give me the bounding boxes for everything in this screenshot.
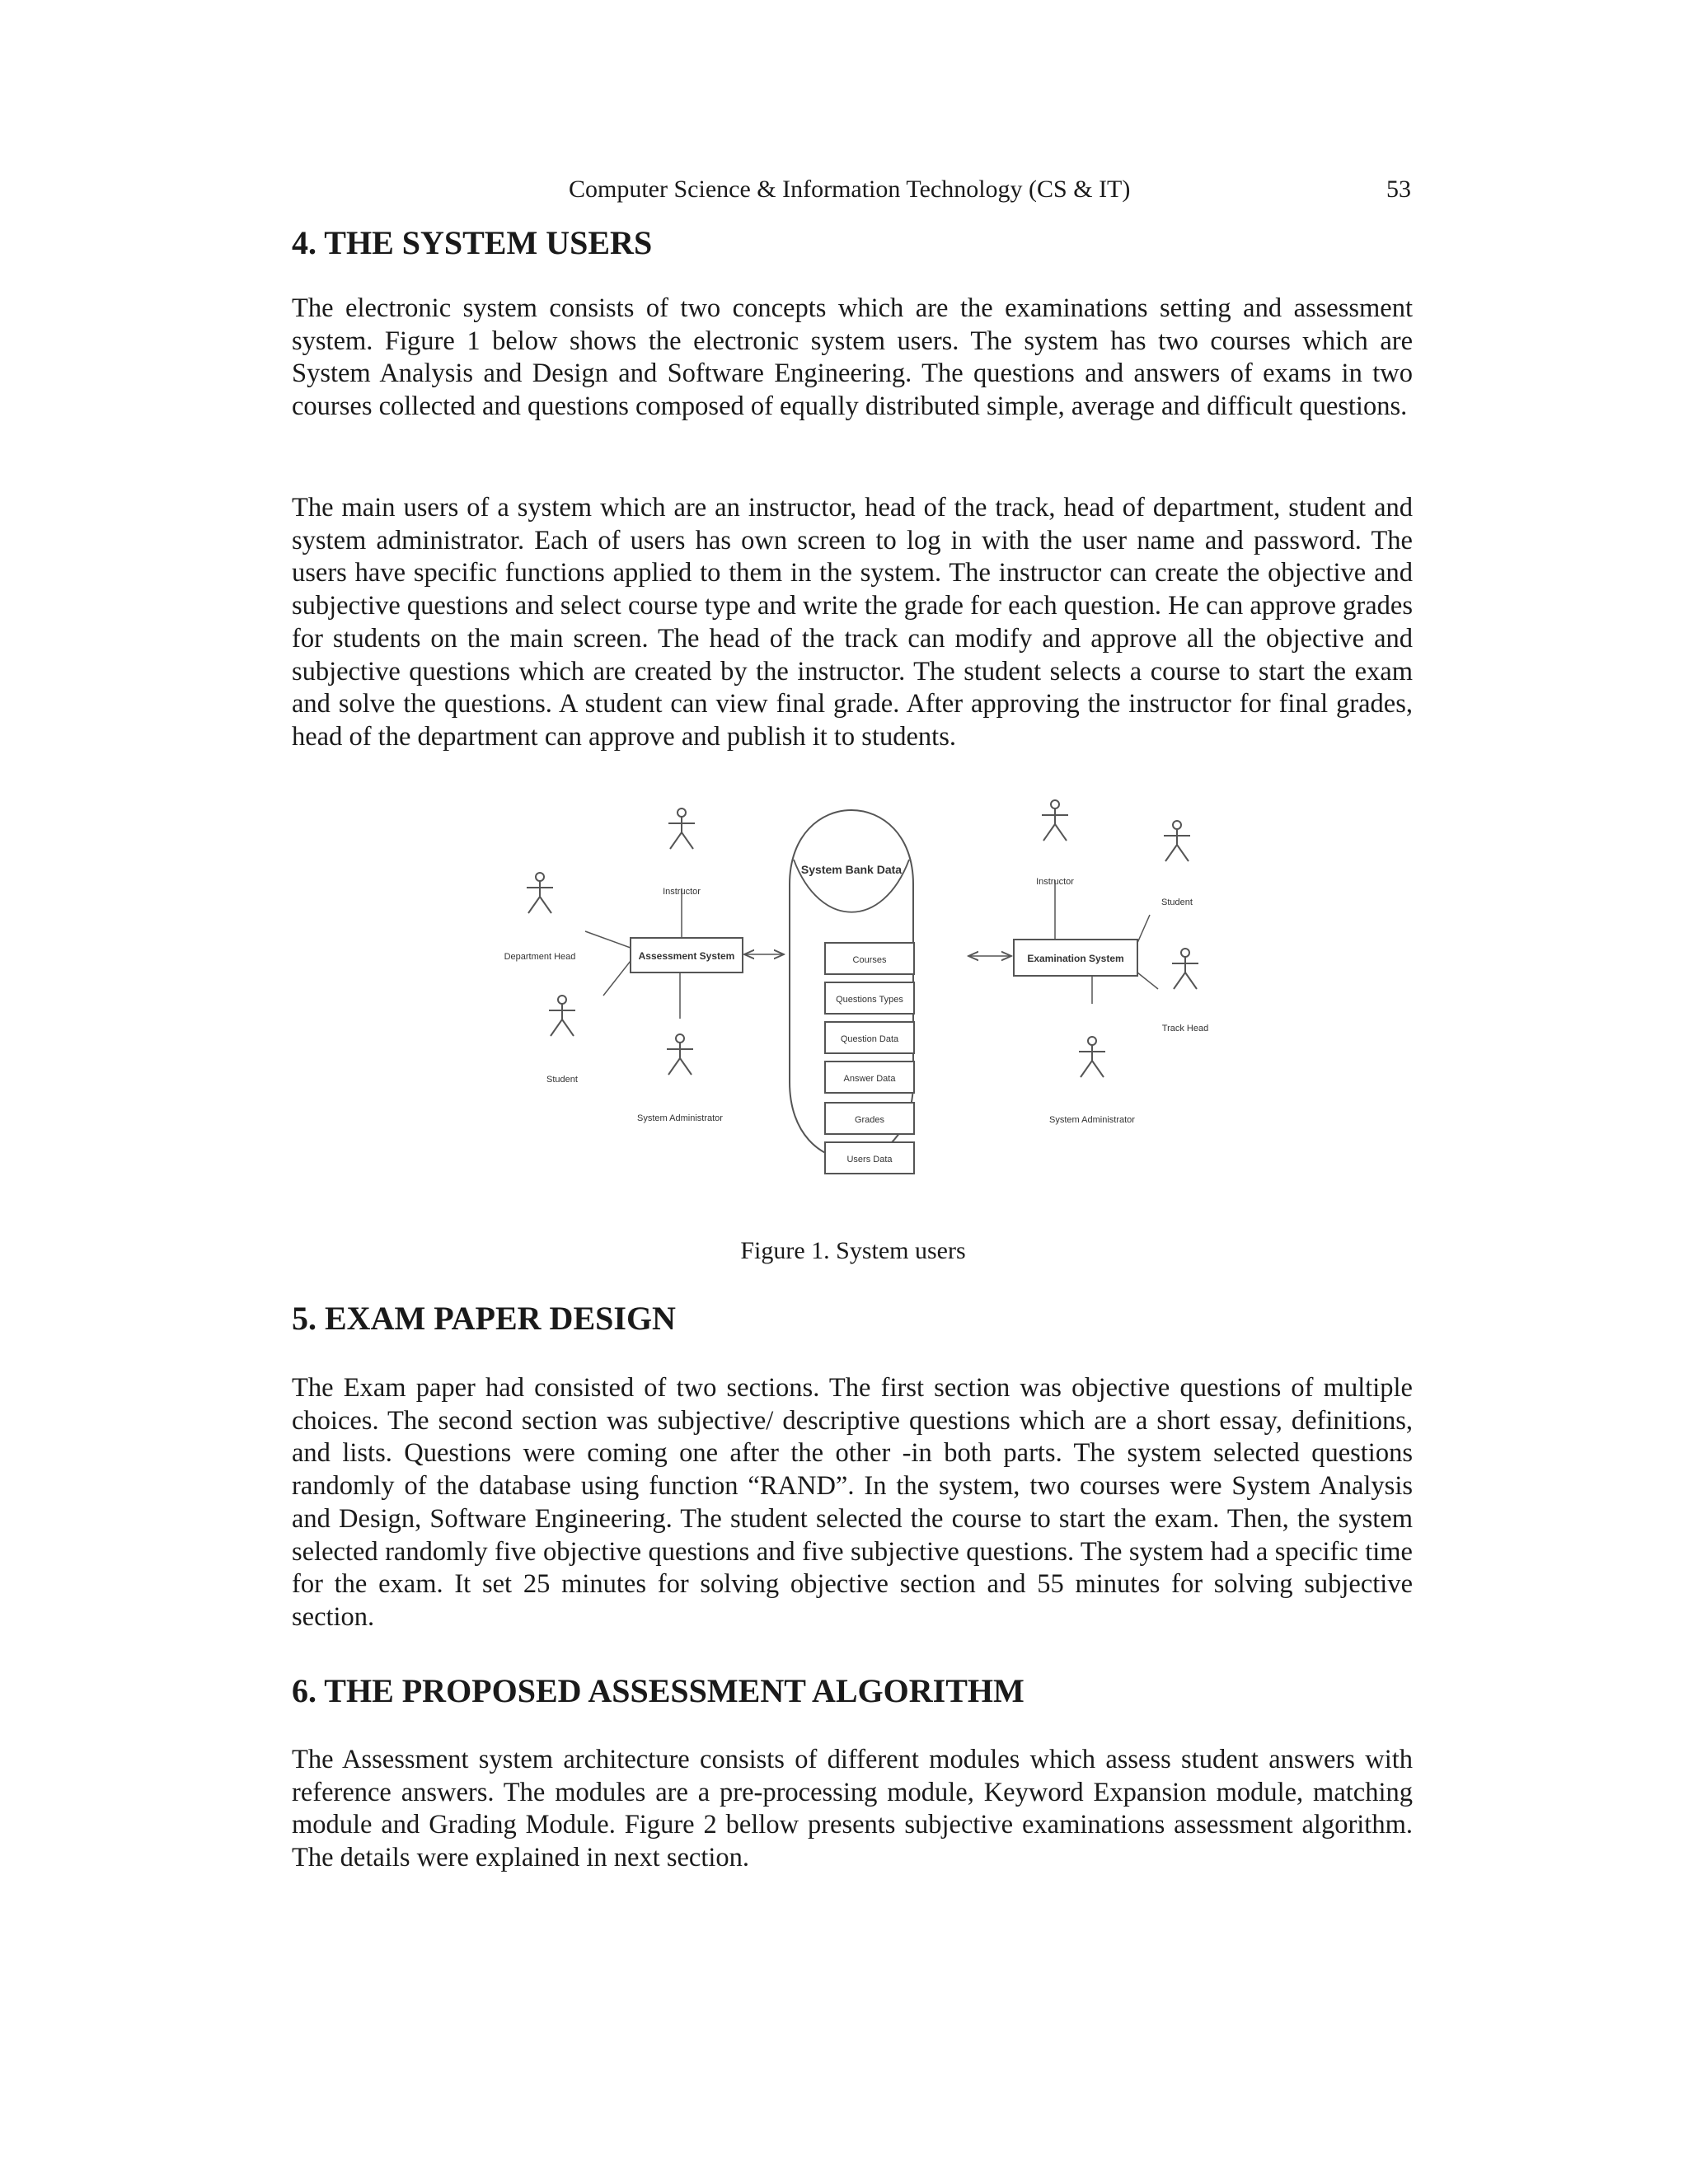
actor-instructor-right: Instructor [1036, 799, 1074, 887]
actor-instructor-left: Instructor [663, 808, 701, 897]
actor-track-head: Track Head [1162, 948, 1208, 1033]
svg-text:Examination System: Examination System [1027, 953, 1123, 964]
svg-text:Courses: Courses [853, 955, 887, 965]
svg-text:Answer Data: Answer Data [844, 1074, 897, 1084]
assessment-system-box: Assessment System [630, 937, 743, 973]
paragraph-exam-paper-design: The Exam paper had consisted of two sect… [292, 1373, 1413, 1632]
svg-text:System Administrator: System Administrator [637, 1113, 723, 1123]
svg-text:Assessment System: Assessment System [639, 950, 735, 962]
page-number: 53 [1386, 176, 1411, 203]
section-heading-exam-paper-design: 5. EXAM PAPER DESIGN [292, 1300, 676, 1337]
paragraph-assessment-algorithm: The Assessment system architecture consi… [292, 1745, 1413, 1873]
svg-text:Grades: Grades [855, 1115, 885, 1125]
actor-system-administrator-right: System Administrator [1049, 1036, 1135, 1125]
figure-caption: Figure 1. System users [740, 1237, 966, 1264]
bank-item-question-data: Question Data [824, 1021, 915, 1054]
svg-text:Users Data: Users Data [846, 1155, 893, 1165]
svg-text:Question Data: Question Data [841, 1034, 899, 1044]
actor-system-administrator-left: System Administrator [637, 1033, 723, 1123]
svg-text:Questions Types: Questions Types [836, 995, 903, 1005]
bank-item-answer-data: Answer Data [824, 1061, 915, 1094]
svg-text:System Administrator: System Administrator [1049, 1115, 1135, 1125]
right-connectors [1054, 880, 1159, 1004]
section-heading-system-users: 4. THE SYSTEM USERS [292, 224, 653, 261]
system-users-diagram: System Bank Data Courses Questions Types… [504, 799, 1208, 1174]
bank-item-grades: Grades [824, 1102, 915, 1135]
actor-student-right: Student [1161, 820, 1193, 907]
svg-text:Instructor: Instructor [663, 887, 701, 897]
svg-text:Student: Student [1161, 898, 1193, 907]
paragraph-system-overview: The electronic system consists of two co… [292, 293, 1413, 422]
examination-system-box: Examination System [1013, 939, 1138, 977]
bank-item-users-data: Users Data [824, 1141, 915, 1174]
running-header: Computer Science & Information Technolog… [569, 176, 1131, 203]
bank-title: System Bank Data [801, 863, 902, 876]
actor-department-head: Department Head [504, 872, 576, 962]
paragraph-main-users: The main users of a system which are an … [292, 493, 1413, 752]
bank-item-question-types: Questions Types [824, 982, 915, 1015]
svg-text:Department Head: Department Head [504, 952, 576, 962]
section-heading-assessment-algorithm: 6. THE PROPOSED ASSESSMENT ALGORITHM [292, 1672, 1025, 1709]
svg-text:Student: Student [546, 1075, 578, 1085]
left-connectors [584, 888, 682, 1019]
bank-item-courses: Courses [824, 942, 915, 975]
figure-system-users: System Bank Data Courses Questions Types… [490, 798, 1216, 1210]
svg-text:Track Head: Track Head [1162, 1024, 1208, 1033]
actor-student-left: Student [546, 995, 578, 1085]
svg-text:Instructor: Instructor [1036, 877, 1074, 887]
